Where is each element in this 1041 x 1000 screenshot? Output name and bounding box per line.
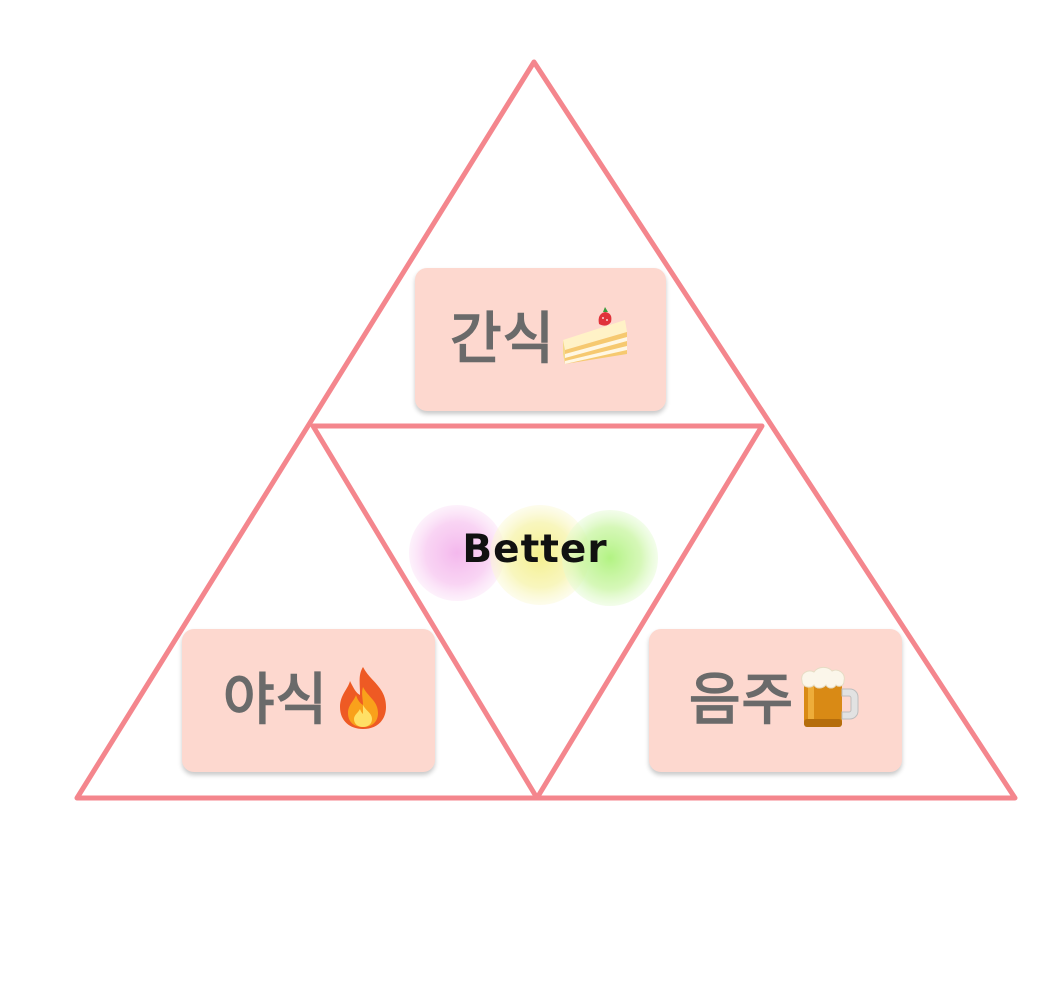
- logo-text: Better: [462, 527, 608, 572]
- green-circle: [562, 510, 658, 606]
- beer-mug-icon: [798, 665, 862, 736]
- fire-icon: [332, 665, 394, 736]
- inner-triangle: [310, 423, 765, 801]
- card-latenight: 야식: [182, 629, 435, 772]
- cake-slice-icon: [559, 306, 631, 373]
- card-drink-label: 음주: [688, 667, 795, 733]
- pink-circle: [409, 505, 505, 601]
- card-snack: 간식: [415, 268, 666, 411]
- yellow-circle: [490, 505, 590, 605]
- outer-triangle: [74, 59, 1018, 801]
- card-drink: 음주: [649, 629, 902, 772]
- logo-circles: [409, 505, 658, 606]
- card-latenight-label: 야식: [222, 667, 329, 733]
- card-snack-label: 간식: [449, 306, 556, 372]
- better-logo: Better: [405, 500, 665, 610]
